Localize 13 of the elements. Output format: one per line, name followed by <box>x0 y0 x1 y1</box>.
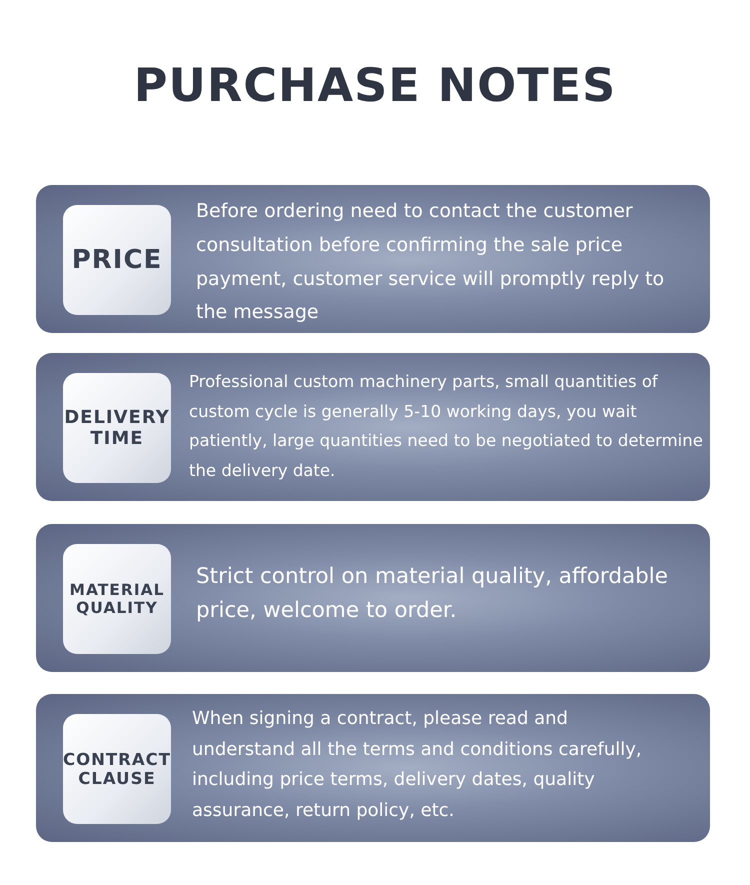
category-tile: PRICE <box>63 205 171 315</box>
note-card <box>36 353 710 501</box>
category-tile: DELIVERY TIME <box>63 373 171 483</box>
note-card <box>36 694 710 842</box>
note-card <box>36 185 710 333</box>
note-text: Strict control on material quality, affordable price, welcome to order. <box>196 563 670 626</box>
note-card <box>36 524 710 672</box>
category-tile: MATERIAL QUALITY <box>63 544 171 654</box>
note-text: When signing a contract, please read and understand all the terms and conditions carefully, including price terms, delivery dates, quality assurance, return policy, etc. <box>192 707 643 823</box>
note-text: Professional custom machinery parts, small quantities of custom cycle is generally 5-10 working days, you wait patiently, large quantities need to be negotiated to determine the delivery date. <box>189 371 704 482</box>
note-text: Before ordering need to contact the customer consultation before confirming the sale price payment, customer service will promptly reply to the message <box>196 199 666 326</box>
category-tile: CONTRACT CLAUSE <box>63 714 171 824</box>
page-title: PURCHASE NOTES <box>132 58 618 112</box>
